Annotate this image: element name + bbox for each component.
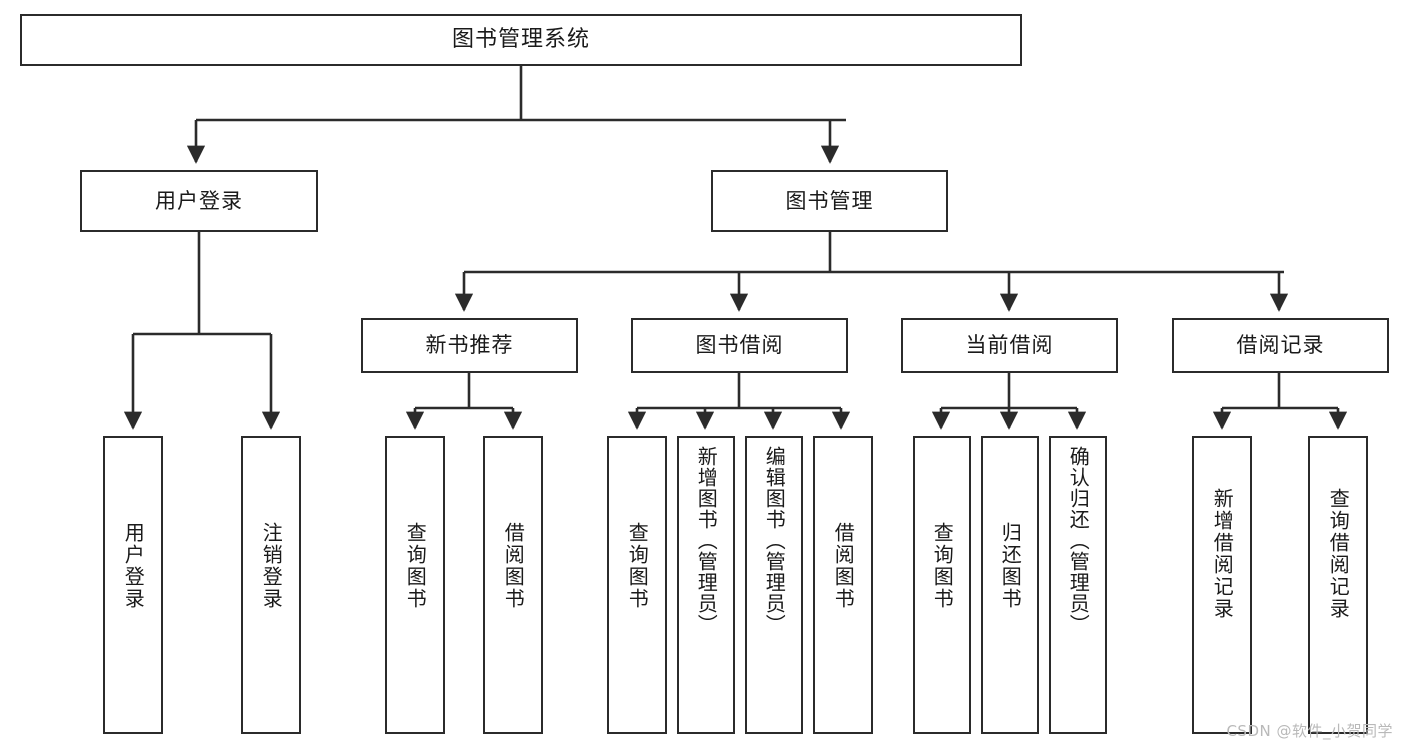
node-user-login[interactable]: 用户登录 <box>80 170 318 232</box>
leaf-query-book-borrow[interactable]: 查询图书 <box>607 436 667 734</box>
leaf-confirm-return-admin-label: 确认归还（管理员） <box>1066 446 1091 635</box>
leaf-add-borrow-record-label: 新增借阅记录 <box>1210 488 1235 620</box>
leaf-query-borrow-record-label: 查询借阅记录 <box>1326 488 1351 620</box>
leaf-borrow-book-borrow-label: 借阅图书 <box>831 522 856 610</box>
node-book-management[interactable]: 图书管理 <box>711 170 948 232</box>
node-current-borrow-label: 当前借阅 <box>965 333 1054 358</box>
leaf-add-book-admin[interactable]: 新增图书（管理员） <box>677 436 735 734</box>
node-borrow-records-label: 借阅记录 <box>1236 333 1325 358</box>
leaf-confirm-return-admin[interactable]: 确认归还（管理员） <box>1049 436 1107 734</box>
leaf-query-book-newbook-label: 查询图书 <box>403 522 428 610</box>
leaf-borrow-book-borrow[interactable]: 借阅图书 <box>813 436 873 734</box>
leaf-query-book-current[interactable]: 查询图书 <box>913 436 971 734</box>
leaf-edit-book-admin-label: 编辑图书（管理员） <box>762 446 787 635</box>
node-borrow-records[interactable]: 借阅记录 <box>1172 318 1389 373</box>
leaf-add-book-admin-label: 新增图书（管理员） <box>694 446 719 635</box>
leaf-borrow-book-newbook[interactable]: 借阅图书 <box>483 436 543 734</box>
node-book-borrow[interactable]: 图书借阅 <box>631 318 848 373</box>
node-current-borrow[interactable]: 当前借阅 <box>901 318 1118 373</box>
leaf-return-book-label: 归还图书 <box>998 522 1023 610</box>
leaf-logout-label: 注销登录 <box>259 522 284 610</box>
node-root-label: 图书管理系统 <box>451 27 590 53</box>
leaf-logout[interactable]: 注销登录 <box>241 436 301 734</box>
node-new-book-recommend-label: 新书推荐 <box>425 333 514 358</box>
leaf-edit-book-admin[interactable]: 编辑图书（管理员） <box>745 436 803 734</box>
node-user-login-label: 用户登录 <box>155 188 243 213</box>
node-root[interactable]: 图书管理系统 <box>20 14 1022 66</box>
leaf-user-login[interactable]: 用户登录 <box>103 436 163 734</box>
node-book-management-label: 图书管理 <box>785 188 874 213</box>
node-book-borrow-label: 图书借阅 <box>695 333 784 358</box>
leaf-borrow-book-newbook-label: 借阅图书 <box>501 522 526 610</box>
leaf-user-login-label: 用户登录 <box>121 522 146 610</box>
leaf-query-borrow-record[interactable]: 查询借阅记录 <box>1308 436 1368 734</box>
leaf-query-book-current-label: 查询图书 <box>930 522 955 610</box>
leaf-return-book[interactable]: 归还图书 <box>981 436 1039 734</box>
leaf-query-book-borrow-label: 查询图书 <box>625 522 650 610</box>
leaf-add-borrow-record[interactable]: 新增借阅记录 <box>1192 436 1252 734</box>
leaf-query-book-newbook[interactable]: 查询图书 <box>385 436 445 734</box>
node-new-book-recommend[interactable]: 新书推荐 <box>361 318 578 373</box>
